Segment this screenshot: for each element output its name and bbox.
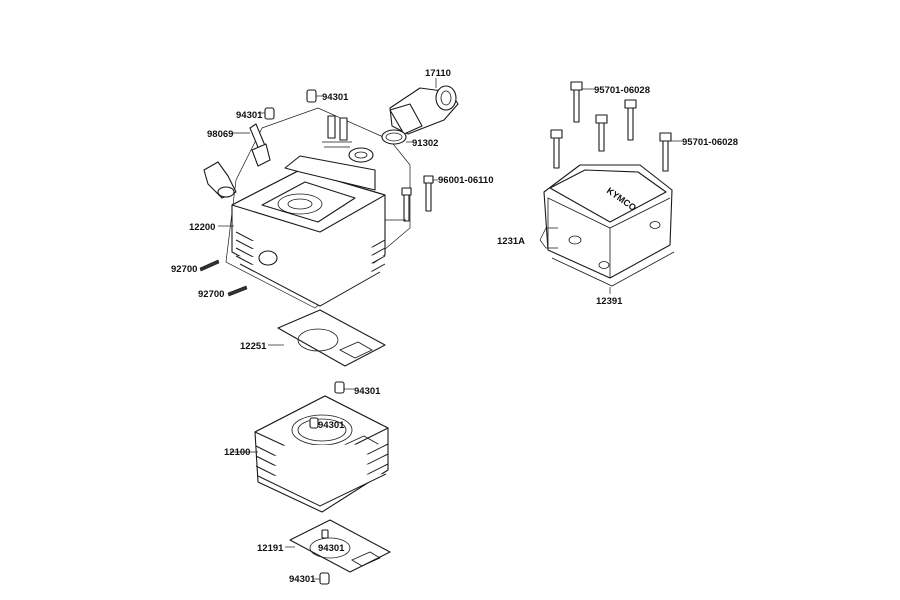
label-1231A: 1231A xyxy=(497,236,525,247)
base-gasket-12191 xyxy=(285,519,391,573)
head-gasket-12251 xyxy=(268,309,386,367)
head-cover: KYMCO xyxy=(543,164,675,287)
label-12391: 12391 xyxy=(596,296,623,307)
label-95701-06028-top: 95701-06028 xyxy=(594,85,650,96)
pin-92700-upper xyxy=(199,259,220,272)
pin-92700-lower xyxy=(227,285,248,297)
cylinder-head-group: 94301 94301 98069 17110 91302 xyxy=(171,68,493,309)
intake-manifold-17110 xyxy=(389,78,459,135)
bolt-95701-06028-left xyxy=(550,129,563,169)
dowel-pin-94301-bottom xyxy=(314,572,330,585)
label-92700-upper: 92700 xyxy=(171,264,197,275)
dowel-pin-94301-mid xyxy=(334,381,354,394)
label-94301-left: 94301 xyxy=(236,110,263,121)
bolt-96001-06110 xyxy=(385,175,438,222)
bolt-95701-06028-mid-a xyxy=(595,114,608,152)
cylinder-12100 xyxy=(230,395,389,513)
label-94301-gasket: 94301 xyxy=(318,543,345,554)
label-12100: 12100 xyxy=(224,447,250,458)
spark-plug-98069 xyxy=(232,123,271,167)
bolt-95701-06028-mid-b xyxy=(624,99,637,141)
label-94301-cylinder: 94301 xyxy=(318,420,345,431)
label-94301-bottom: 94301 xyxy=(289,574,316,585)
label-92700-lower: 92700 xyxy=(198,289,224,300)
bolt-95701-06028-top xyxy=(570,81,594,123)
label-98069: 98069 xyxy=(207,129,233,140)
cylinder-head xyxy=(203,115,386,307)
label-17110: 17110 xyxy=(425,68,451,79)
leader-1231A-b xyxy=(539,239,558,249)
leader-1231A-a xyxy=(539,227,558,241)
label-12251: 12251 xyxy=(240,341,267,352)
label-94301-mid: 94301 xyxy=(354,386,381,397)
head-cover-group: 95701-06028 95701-06028 xyxy=(497,81,738,307)
dowel-pin-94301-top xyxy=(306,89,322,103)
label-96001-06110: 96001-06110 xyxy=(438,175,493,186)
label-94301-top: 94301 xyxy=(322,92,349,103)
o-ring-91302 xyxy=(381,129,412,145)
bolt-95701-06028-right xyxy=(659,132,682,172)
dowel-pin-94301-left xyxy=(258,107,275,120)
label-91302: 91302 xyxy=(412,138,438,149)
label-12200: 12200 xyxy=(189,222,215,233)
label-95701-06028-right: 95701-06028 xyxy=(682,137,738,148)
label-12191: 12191 xyxy=(257,543,284,554)
